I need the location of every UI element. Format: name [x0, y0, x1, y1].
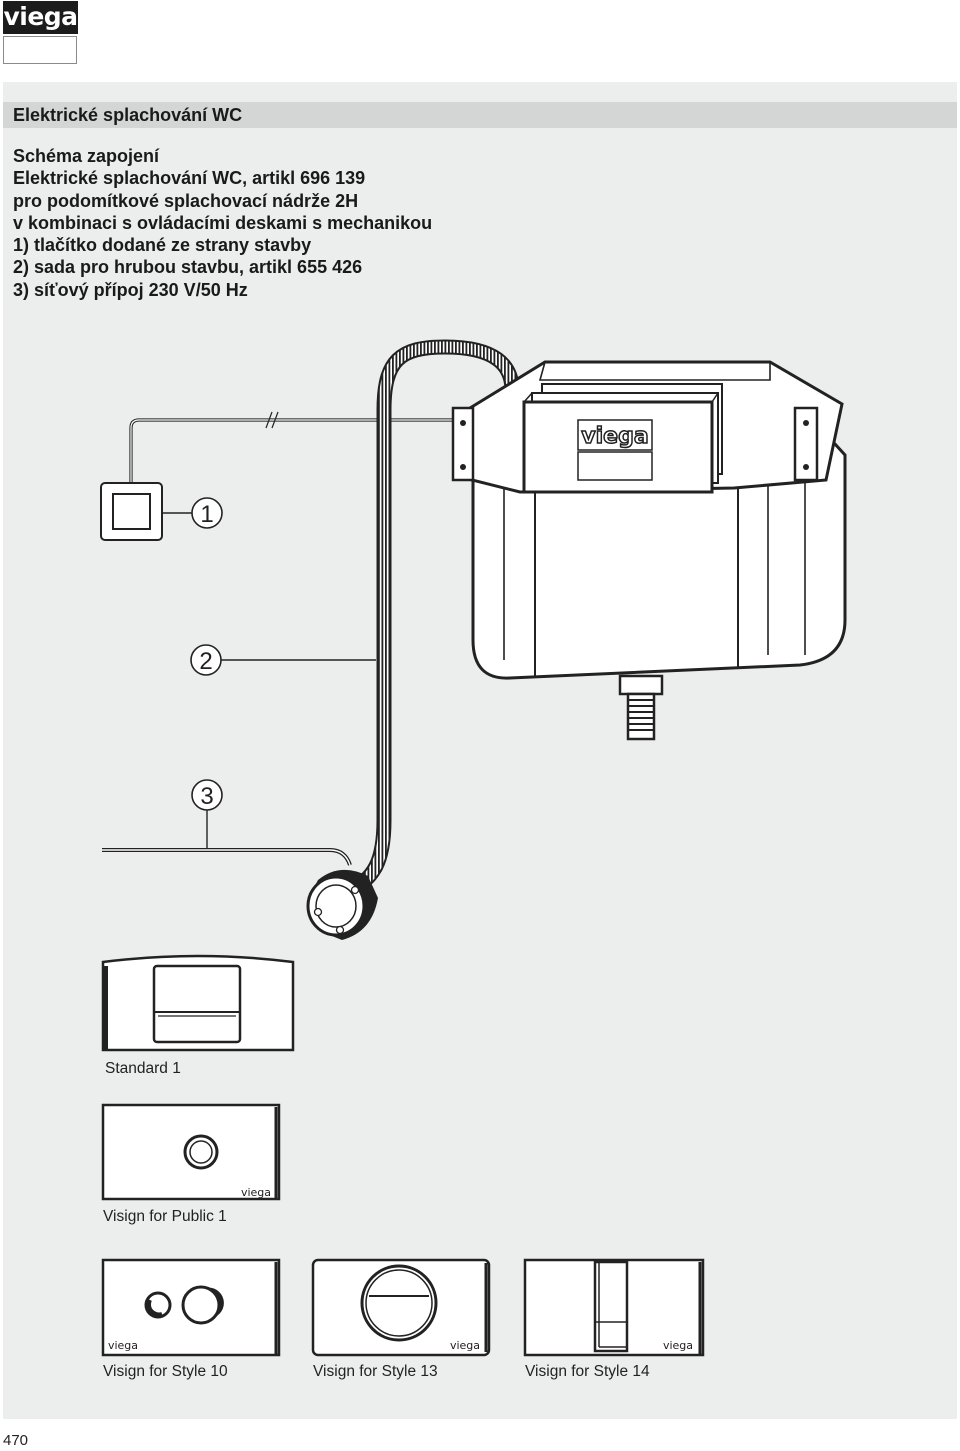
- heading-line: 2) sada pro hrubou stavbu, artikl 655 42…: [13, 257, 363, 278]
- switch-cable: [129, 418, 470, 482]
- plate-label-visign-style-14: Visign for Style 14: [525, 1363, 650, 1380]
- plate-label-visign-style-13: Visign for Style 13: [313, 1363, 438, 1380]
- callout-3: 3: [191, 779, 223, 811]
- svg-text:3: 3: [200, 783, 213, 810]
- junction-box: [306, 869, 378, 940]
- svg-text:viega: viega: [241, 1186, 271, 1199]
- page-number: 470: [3, 1432, 29, 1449]
- heading-line: Elektrické splachování WC, artikl 696 13…: [13, 168, 366, 189]
- plate-label-visign-style-10: Visign for Style 10: [103, 1363, 228, 1380]
- viega-logo: viega: [3, 1, 78, 34]
- svg-text:viega: viega: [108, 1339, 138, 1352]
- logo-underbox: [3, 36, 77, 64]
- plate-visign-public-1: viega: [101, 1103, 281, 1201]
- heading-line: 1) tlačítko dodané ze strany stavby: [13, 235, 312, 256]
- callout-1: 1: [191, 497, 223, 529]
- callout-2: 2: [190, 644, 222, 676]
- plate-visign-style-13: viega: [311, 1258, 491, 1357]
- mains-cable: [102, 848, 352, 866]
- cistern-logo: viega: [581, 424, 648, 449]
- section-title: Elektrické splachování WC: [13, 105, 243, 125]
- cistern: viega: [451, 360, 847, 741]
- schema-heading: Schéma zapojení Elektrické splachování W…: [13, 145, 432, 301]
- plate-visign-style-10: viega: [101, 1258, 281, 1357]
- plate-label-standard-1: Standard 1: [105, 1060, 181, 1077]
- section-bar: [3, 102, 957, 128]
- svg-text:viega: viega: [663, 1339, 693, 1352]
- heading-line: 3) síťový přípoj 230 V/50 Hz: [13, 279, 248, 300]
- push-button-switch: [100, 482, 163, 541]
- plate-label-visign-public-1: Visign for Public 1: [103, 1208, 227, 1225]
- plate-visign-style-14: viega: [523, 1258, 705, 1357]
- heading-line: pro podomítkové splachovací nádrže 2H: [13, 190, 359, 211]
- plate-standard-1: [101, 954, 295, 1052]
- svg-text:2: 2: [199, 648, 212, 675]
- svg-text:1: 1: [200, 501, 213, 528]
- heading-line: Schéma zapojení: [13, 146, 160, 166]
- svg-text:viega: viega: [450, 1339, 480, 1352]
- heading-line: v kombinaci s ovládacími deskami s mecha…: [13, 212, 433, 233]
